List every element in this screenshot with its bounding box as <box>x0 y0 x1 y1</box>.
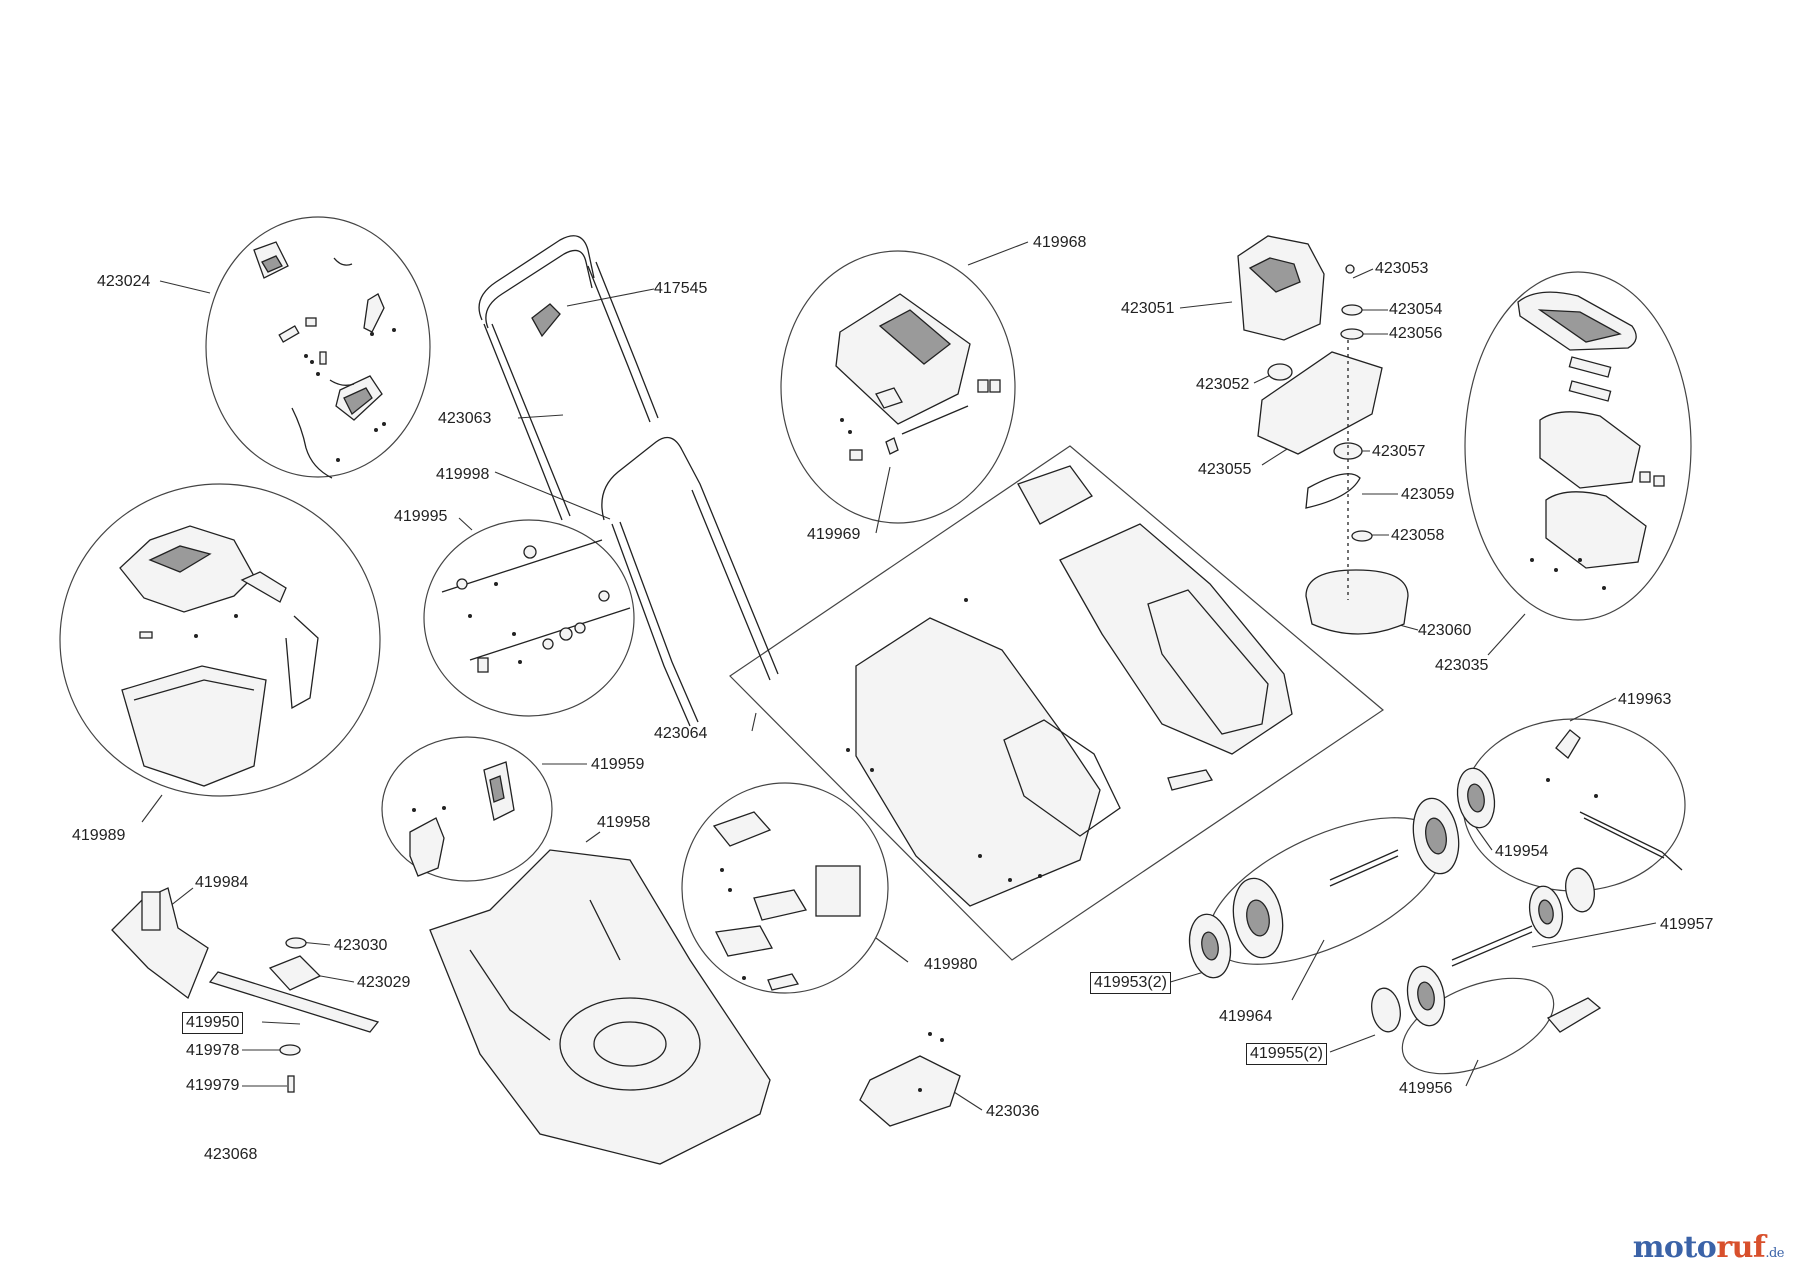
part-label-419984[interactable]: 419984 <box>195 874 249 891</box>
group-outline-top-cover <box>1464 271 1692 621</box>
part-label-423055[interactable]: 423055 <box>1198 461 1252 478</box>
part-label-423036[interactable]: 423036 <box>986 1103 1040 1120</box>
height-adjust-parts <box>441 539 631 673</box>
rear-axle-lever-parts <box>1546 729 1683 871</box>
group-outline-housing-frame <box>729 445 1384 961</box>
group-outline-height-adjust <box>423 519 635 717</box>
group-outline-latch <box>381 736 553 882</box>
part-label-423058[interactable]: 423058 <box>1391 527 1445 544</box>
group-outline-control-box <box>205 216 431 478</box>
part-label-419956[interactable]: 419956 <box>1399 1080 1453 1097</box>
small-cover-parts <box>859 1032 961 1127</box>
part-label-419954[interactable]: 419954 <box>1495 843 1549 860</box>
group-outline-grass-box <box>59 483 381 797</box>
blade-parts <box>111 887 380 1093</box>
cover-parts <box>835 293 1001 461</box>
group-outline-height-bracket <box>1401 977 1555 1075</box>
top-cover-parts <box>1517 291 1665 590</box>
part-label-423035[interactable]: 423035 <box>1435 657 1489 674</box>
housing-parts <box>846 465 1293 907</box>
part-label-419978[interactable]: 419978 <box>186 1042 240 1059</box>
part-label-419964[interactable]: 419964 <box>1219 1008 1273 1025</box>
part-label-419957[interactable]: 419957 <box>1660 916 1714 933</box>
part-label-419995[interactable]: 419995 <box>394 508 448 525</box>
brand-logo-part3: .de <box>1765 1246 1784 1261</box>
latch-parts <box>409 761 515 877</box>
part-label-419953[interactable]: 419953(2) <box>1090 972 1171 994</box>
part-label-419968[interactable]: 419968 <box>1033 234 1087 251</box>
part-label-417545[interactable]: 417545 <box>654 280 708 297</box>
part-label-423063[interactable]: 423063 <box>438 410 492 427</box>
part-label-423060[interactable]: 423060 <box>1418 622 1472 639</box>
part-label-423064[interactable]: 423064 <box>654 725 708 742</box>
part-label-419950[interactable]: 419950 <box>182 1012 244 1034</box>
part-label-423029[interactable]: 423029 <box>357 974 411 991</box>
group-outline-flap <box>681 782 889 994</box>
control-box-parts <box>253 241 396 479</box>
part-label-419980[interactable]: 419980 <box>924 956 978 973</box>
brand-logo-part2: ruf <box>1716 1230 1766 1265</box>
part-label-423054[interactable]: 423054 <box>1389 301 1443 318</box>
deck-parts <box>429 849 771 1165</box>
handle-bars <box>478 235 779 727</box>
part-label-419958[interactable]: 419958 <box>597 814 651 831</box>
part-label-419979[interactable]: 419979 <box>186 1077 240 1094</box>
brand-logo-part1: moto <box>1632 1230 1717 1265</box>
leader-lines <box>141 241 1657 1111</box>
part-label-419955[interactable]: 419955(2) <box>1246 1043 1327 1065</box>
part-label-423056[interactable]: 423056 <box>1389 325 1443 342</box>
grass-box-parts <box>119 525 319 787</box>
part-label-423051[interactable]: 423051 <box>1121 300 1175 317</box>
motor-assembly-parts <box>1237 235 1409 635</box>
part-label-423057[interactable]: 423057 <box>1372 443 1426 460</box>
part-label-419963[interactable]: 419963 <box>1618 691 1672 708</box>
part-label-419959[interactable]: 419959 <box>591 756 645 773</box>
part-label-423053[interactable]: 423053 <box>1375 260 1429 277</box>
part-label-423030[interactable]: 423030 <box>334 937 388 954</box>
brand-logo: motoruf.de <box>1632 1230 1785 1265</box>
part-label-419969[interactable]: 419969 <box>807 526 861 543</box>
part-label-419989[interactable]: 419989 <box>72 827 126 844</box>
axles <box>1329 849 1602 1033</box>
wheels <box>1188 767 1595 1033</box>
part-label-423052[interactable]: 423052 <box>1196 376 1250 393</box>
flap-parts <box>712 811 861 991</box>
part-label-419998[interactable]: 419998 <box>436 466 490 483</box>
group-outline-cover <box>780 250 1016 524</box>
part-label-423024[interactable]: 423024 <box>97 273 151 290</box>
part-label-423059[interactable]: 423059 <box>1401 486 1455 503</box>
part-label-423068[interactable]: 423068 <box>204 1146 258 1163</box>
